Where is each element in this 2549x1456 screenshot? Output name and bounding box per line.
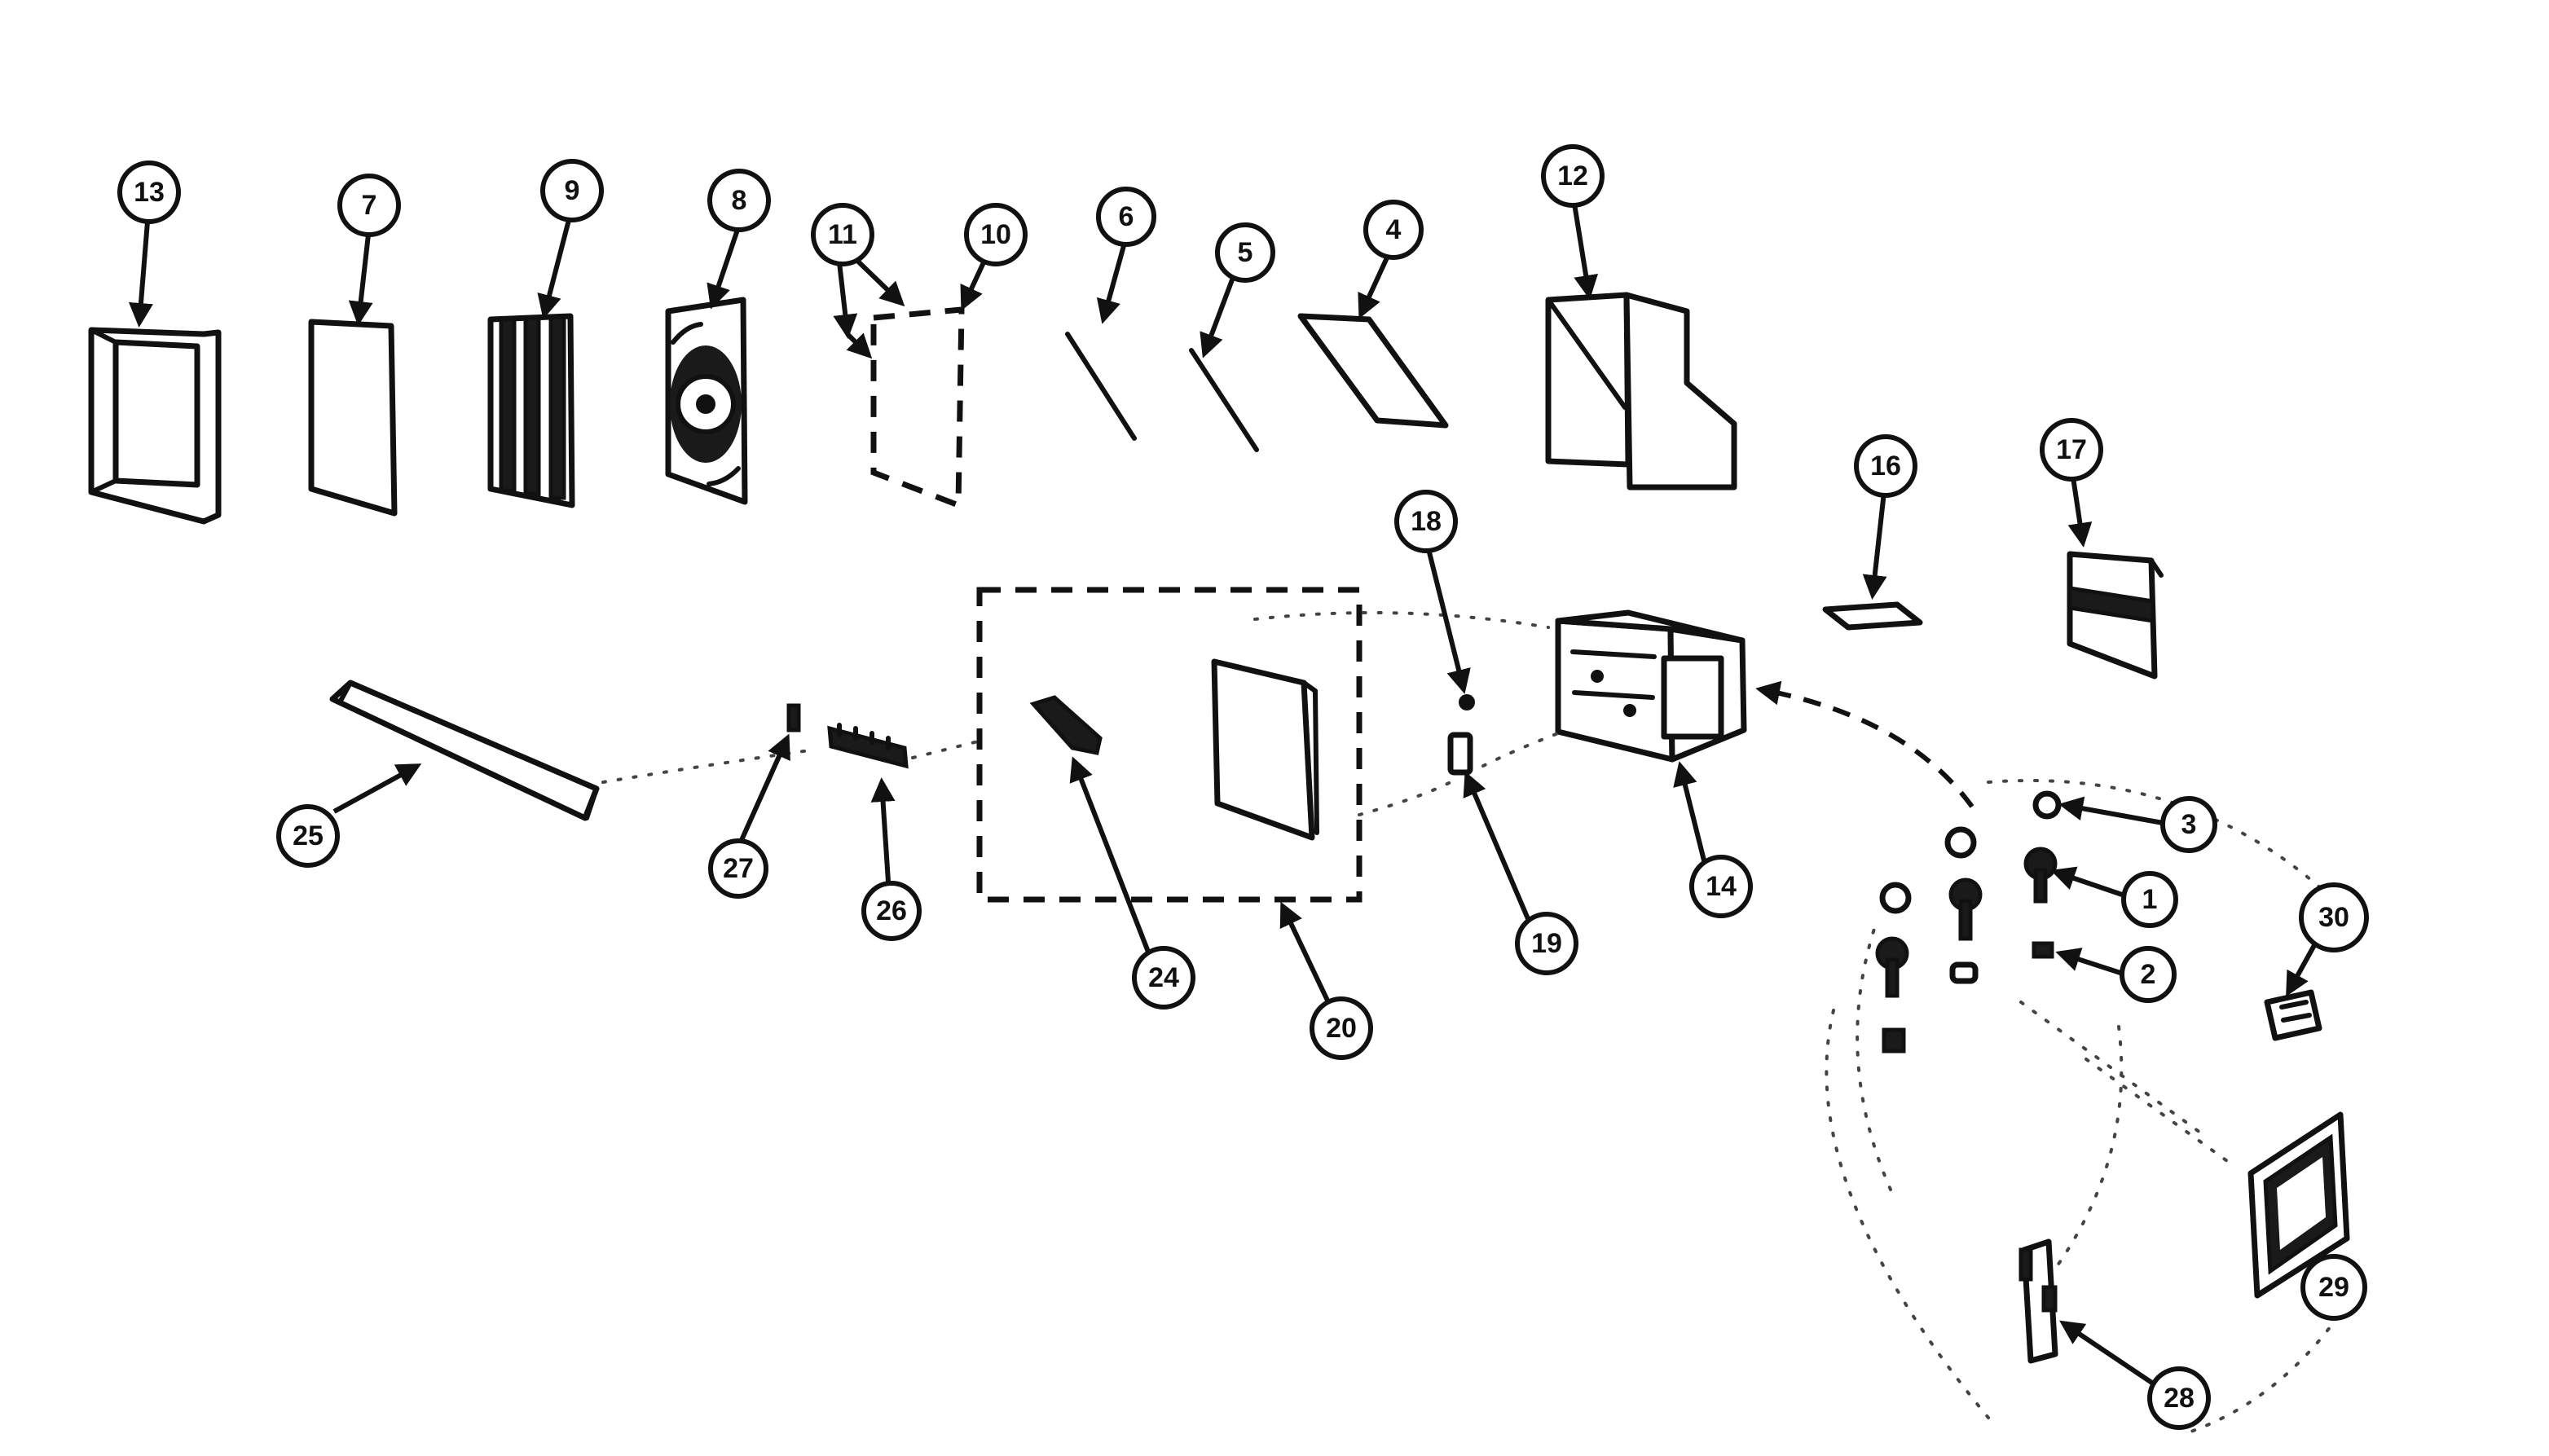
part-17-striped-panel bbox=[2067, 551, 2164, 680]
part-24-component bbox=[1029, 695, 1103, 755]
callout-10: 10 bbox=[964, 203, 1028, 266]
part-10-11-dashed-frame bbox=[870, 306, 965, 510]
callout-7-label: 7 bbox=[362, 190, 377, 221]
callout-arrows bbox=[128, 203, 2325, 1392]
callout-9: 9 bbox=[540, 159, 604, 222]
part-25-long-bar bbox=[329, 680, 600, 821]
callout-3-label: 3 bbox=[2181, 809, 2197, 840]
callout-13: 13 bbox=[117, 161, 181, 224]
callout-27: 27 bbox=[708, 838, 768, 899]
callout-20: 20 bbox=[1310, 996, 1373, 1060]
callout-17: 17 bbox=[2040, 418, 2103, 482]
part-20-assembly-box bbox=[976, 587, 1363, 903]
part-4-plate bbox=[1297, 313, 1449, 429]
callout-3: 3 bbox=[2160, 796, 2217, 853]
callout-14-label: 14 bbox=[1706, 871, 1737, 902]
part-7-panel bbox=[308, 319, 398, 517]
part-18-knob bbox=[1459, 694, 1475, 710]
callout-26-label: 26 bbox=[876, 895, 907, 926]
callout-6-label: 6 bbox=[1119, 201, 1134, 232]
callout-2-label: 2 bbox=[2141, 959, 2156, 990]
part-5-rod bbox=[1189, 348, 1259, 452]
callout-29: 29 bbox=[2300, 1254, 2367, 1321]
part-16-small-plate bbox=[1822, 601, 1923, 631]
callout-labels: 13 7 9 8 11 10 6 5 bbox=[117, 144, 2369, 1430]
callout-12-label: 12 bbox=[1557, 161, 1588, 191]
callout-18: 18 bbox=[1394, 490, 1458, 553]
part-20-circuit-board bbox=[1211, 658, 1319, 841]
callout-29-label: 29 bbox=[2318, 1272, 2349, 1303]
part-14-crt-chassis bbox=[1555, 609, 1747, 763]
callout-24: 24 bbox=[1132, 946, 1195, 1010]
callout-8: 8 bbox=[707, 169, 771, 232]
callout-4: 4 bbox=[1363, 200, 1424, 260]
callout-12: 12 bbox=[1541, 144, 1605, 208]
part-9-grille bbox=[487, 313, 575, 508]
part-12-corner-bracket bbox=[1545, 292, 1737, 490]
part-13-cabinet-frame bbox=[88, 327, 222, 525]
callout-7: 7 bbox=[337, 174, 401, 237]
hardware-set bbox=[1875, 790, 2062, 1054]
part-26-terminal-strip bbox=[827, 723, 909, 769]
callout-1: 1 bbox=[2121, 871, 2178, 928]
callout-27-label: 27 bbox=[723, 853, 754, 884]
callout-17-label: 17 bbox=[2056, 434, 2087, 465]
part-30-bracket bbox=[2264, 989, 2322, 1041]
callout-26: 26 bbox=[861, 881, 922, 941]
callout-20-label: 20 bbox=[1326, 1013, 1357, 1044]
part-6-rod bbox=[1065, 332, 1137, 441]
callout-1-label: 1 bbox=[2142, 884, 2158, 915]
callout-19-label: 19 bbox=[1531, 928, 1562, 959]
part-19-switch bbox=[1447, 732, 1473, 776]
callout-19: 19 bbox=[1515, 912, 1578, 975]
part-27-clip bbox=[786, 703, 801, 732]
callout-14: 14 bbox=[1689, 855, 1753, 918]
callout-30-label: 30 bbox=[2318, 902, 2349, 933]
part-29-framed-panel bbox=[2247, 1111, 2350, 1299]
callout-18-label: 18 bbox=[1411, 506, 1442, 537]
callout-10-label: 10 bbox=[980, 219, 1011, 250]
callout-28: 28 bbox=[2147, 1366, 2211, 1430]
callout-5-label: 5 bbox=[1238, 237, 1253, 268]
callout-13-label: 13 bbox=[134, 177, 165, 208]
part-28-side-bracket bbox=[2019, 1238, 2058, 1364]
callout-25: 25 bbox=[276, 804, 340, 868]
callout-28-label: 28 bbox=[2164, 1383, 2195, 1414]
callout-16: 16 bbox=[1854, 434, 1917, 498]
callout-4-label: 4 bbox=[1386, 214, 1402, 245]
callout-5: 5 bbox=[1215, 222, 1275, 283]
callout-6: 6 bbox=[1096, 187, 1156, 247]
callout-9-label: 9 bbox=[565, 175, 580, 206]
callout-25-label: 25 bbox=[293, 820, 324, 851]
callout-24-label: 24 bbox=[1148, 962, 1179, 993]
part-8-speaker-baffle bbox=[665, 297, 748, 505]
callout-8-label: 8 bbox=[732, 185, 747, 216]
callout-2: 2 bbox=[2120, 946, 2177, 1003]
callout-16-label: 16 bbox=[1870, 451, 1901, 482]
callout-30: 30 bbox=[2299, 882, 2369, 952]
callout-11-label: 11 bbox=[828, 219, 857, 250]
callout-11: 11 bbox=[811, 203, 874, 266]
